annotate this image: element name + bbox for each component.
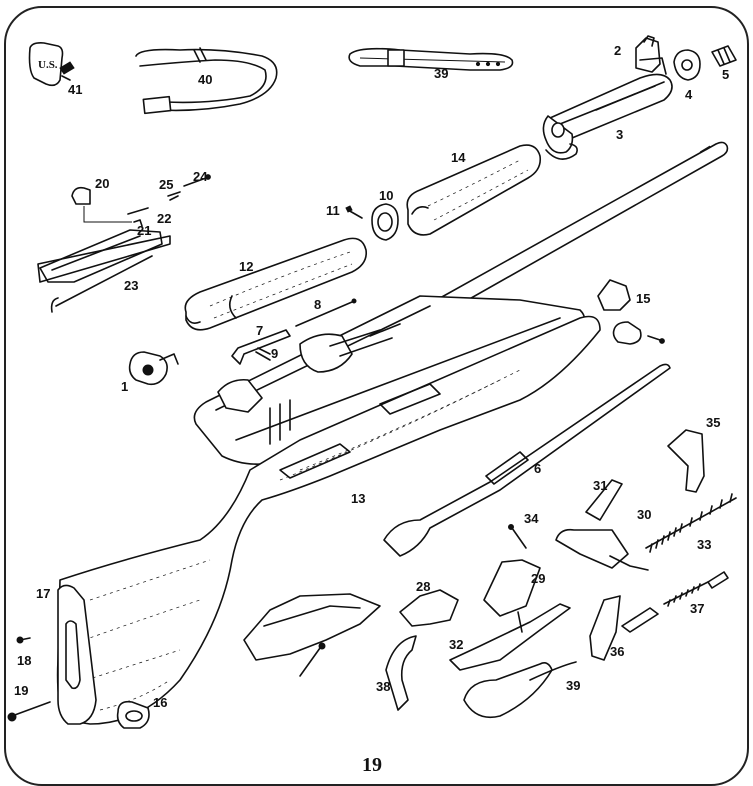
part-28-catch (483, 559, 541, 617)
part-12-rear-handguard (184, 237, 368, 331)
part-41-stamp: U.S. (28, 42, 75, 87)
callout-9: 9 (271, 346, 279, 361)
callout-23: 23 (124, 278, 139, 293)
callout-31: 32 (449, 637, 464, 652)
part-1-sight-knob (128, 351, 179, 386)
lower-receiver-group (243, 593, 381, 677)
part-36-rod-spring (621, 571, 729, 633)
part-16-swivel (116, 700, 150, 729)
callout-38: 39 (566, 678, 581, 693)
part-29-safety (555, 528, 649, 571)
callout-35: 36 (610, 644, 625, 659)
callout-5: 5 (722, 67, 730, 82)
part-4-gas-nut (673, 49, 701, 81)
part-34-hammer (667, 429, 705, 493)
callout-16: 16 (153, 695, 168, 710)
callout-27: 28 (416, 579, 431, 594)
part-15-clip (597, 279, 665, 345)
page-number: 19 (362, 754, 382, 776)
callout-36: 37 (690, 601, 705, 616)
part-11-pin (345, 205, 363, 219)
part-2-front-sight (635, 35, 661, 73)
callout-10: 10 (379, 188, 394, 203)
part-3-gas-cylinder (542, 57, 673, 160)
part-37-hammer-spring (385, 635, 417, 711)
callout-11: 11 (326, 203, 340, 218)
part-27-sear (399, 589, 459, 627)
exploded-rifle-diagram: U.S. (7, 35, 737, 729)
callout-8: 8 (314, 297, 322, 312)
part-30-lever (585, 479, 623, 521)
callout-4: 4 (685, 87, 693, 102)
part-33-pin (508, 524, 527, 549)
part-38-trigger-guard (463, 661, 577, 719)
callout-28: 29 (531, 571, 546, 586)
callout-40: 40 (198, 72, 213, 87)
callout-12: 12 (239, 259, 254, 274)
part-40-sling (135, 47, 278, 115)
part-7-latch (231, 329, 291, 365)
callout-30: 31 (593, 478, 608, 493)
part-8-rod (295, 298, 357, 327)
callout-21: 21 (137, 223, 152, 238)
callout-15: 15 (636, 291, 651, 306)
callout-13: 13 (351, 491, 366, 506)
part-10-ferrule (371, 203, 399, 241)
callout-2: 2 (614, 43, 622, 58)
callout-25: 25 (159, 177, 174, 192)
callout-24: 24 (193, 169, 208, 184)
part-5-gas-plug (711, 45, 737, 67)
callout-41: 41 (68, 82, 83, 97)
callout-3: 3 (616, 127, 624, 142)
part-17-butt-plate (57, 584, 97, 725)
callout-33: 34 (524, 511, 539, 526)
callout-29: 30 (637, 507, 652, 522)
callout-6: 6 (534, 461, 542, 476)
callout-22: 22 (157, 211, 172, 226)
part-20-25-bolt-group (37, 174, 211, 313)
part-6-operating-rod (383, 363, 671, 557)
part-32-spring (645, 493, 737, 553)
callout-20: 20 (95, 176, 110, 191)
part-19-screw (7, 701, 51, 722)
callout-34: 35 (706, 415, 721, 430)
part-9-spring (255, 347, 271, 361)
callout-37: 38 (376, 679, 391, 694)
callout-32: 33 (697, 537, 712, 552)
part-14-front-handguard (406, 144, 542, 236)
part-31-trigger-housing (449, 603, 571, 671)
callout-14: 14 (451, 150, 466, 165)
part-35-trigger (589, 595, 621, 661)
callout-18: 18 (17, 653, 32, 668)
callout-1: 1 (121, 379, 129, 394)
barrel (439, 141, 729, 311)
callout-19: 19 (14, 683, 29, 698)
part-39-strap (348, 47, 514, 71)
part-18-screw (16, 636, 31, 644)
us-stamp-text: U.S. (38, 59, 58, 71)
callout-7: 7 (256, 323, 264, 338)
callout-17: 17 (36, 586, 51, 601)
receiver-assembly (193, 295, 586, 465)
callout-39: 39 (434, 66, 449, 81)
